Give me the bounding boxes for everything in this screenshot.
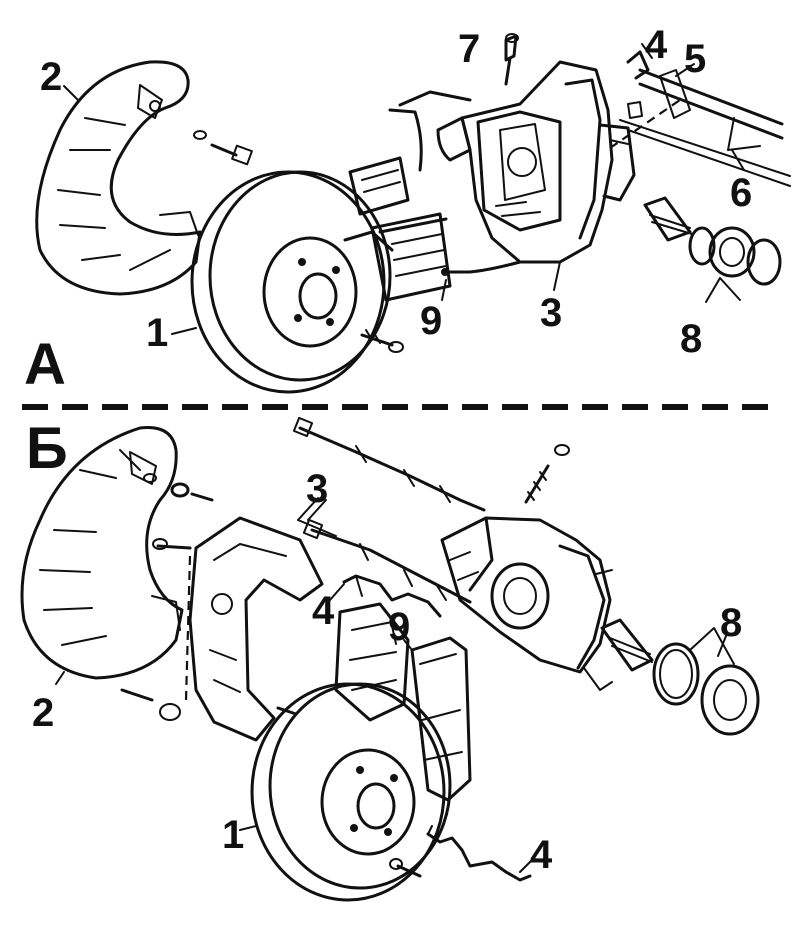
a-callout-pins: 6 — [730, 171, 752, 215]
a-callout-bleeder: 7 — [458, 27, 480, 71]
a-leader-lines — [63, 43, 745, 335]
b-disc-screw — [389, 858, 422, 878]
b-guide-bolts — [292, 416, 486, 604]
a-callout-seals: 8 — [680, 317, 702, 361]
b-leader-lines — [55, 499, 727, 873]
b-piston-seals — [600, 618, 760, 736]
b-callout-spring-upper: 4 — [312, 589, 335, 633]
b-callout-disc: 1 — [222, 813, 244, 857]
a-piston-seals — [643, 196, 782, 303]
b-callout-spring-lower: 4 — [530, 833, 553, 877]
b-shield-bolts — [120, 482, 214, 721]
a-disc-screw — [360, 329, 404, 353]
a-callout-clip: 5 — [684, 37, 706, 81]
a-callout-spring: 4 — [645, 23, 668, 67]
b-brake-disc — [250, 682, 452, 902]
a-bleeder-valve — [504, 33, 519, 86]
a-caliper-spring — [388, 90, 472, 172]
a-brake-disc — [190, 170, 394, 394]
a-caliper — [436, 60, 636, 264]
b-callout-pads: 9 — [388, 605, 410, 649]
b-callout-shield: 2 — [32, 691, 54, 735]
a-callout-pads: 9 — [420, 299, 442, 343]
section-label-b: Б — [26, 416, 68, 481]
b-caliper — [440, 516, 613, 691]
b-splash-shield — [20, 425, 184, 680]
b-spring-lower — [426, 825, 532, 882]
a-retaining-clips — [626, 50, 691, 119]
a-callout-shield: 2 — [40, 55, 62, 99]
a-sensor-wire — [443, 260, 522, 274]
a-brake-pads — [348, 156, 452, 302]
b-callout-seals: 8 — [720, 601, 742, 645]
b-callout-bolts: 3 — [306, 467, 328, 511]
a-callout-caliper: 3 — [540, 291, 562, 335]
b-bleeder-valve — [524, 444, 570, 504]
b-caliper-bracket — [188, 516, 324, 742]
a-callout-disc: 1 — [146, 311, 168, 355]
a-shield-bolt — [193, 130, 253, 166]
section-label-a: А — [24, 332, 66, 397]
b-spring-upper — [342, 574, 442, 618]
a-guide-pins — [609, 68, 791, 187]
a-splash-shield — [35, 60, 202, 296]
